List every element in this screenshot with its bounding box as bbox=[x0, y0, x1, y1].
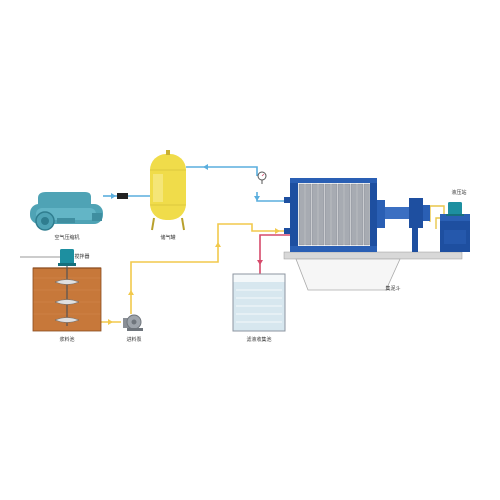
air-compressor bbox=[30, 192, 103, 231]
slurry-line-arrows bbox=[108, 228, 280, 325]
air-line-arrows bbox=[111, 164, 260, 201]
air-tank bbox=[150, 150, 186, 231]
pressure-gauge bbox=[257, 171, 267, 184]
filtrate-tank bbox=[232, 273, 286, 332]
mixer bbox=[54, 249, 80, 326]
air-valve bbox=[117, 193, 128, 199]
feed-pump-label: 进料泵 bbox=[126, 336, 141, 343]
air-tank-label: 储气罐 bbox=[160, 234, 175, 241]
filter-cake-hopper-label: 集泥斗 bbox=[385, 285, 400, 292]
hydraulic-station bbox=[440, 202, 470, 252]
feed-pump bbox=[123, 314, 143, 331]
slurry-tank-label: 浆料池 bbox=[59, 336, 74, 343]
filtrate-tank-label: 滤液收集池 bbox=[246, 336, 271, 343]
mixer-label: 搅拌器 bbox=[74, 253, 89, 260]
filtrate-line-arrows bbox=[257, 260, 263, 265]
air-compressor-label: 空气压缩机 bbox=[54, 234, 79, 241]
hydraulic-station-label: 液压站 bbox=[451, 189, 466, 196]
filter-press bbox=[283, 178, 463, 291]
